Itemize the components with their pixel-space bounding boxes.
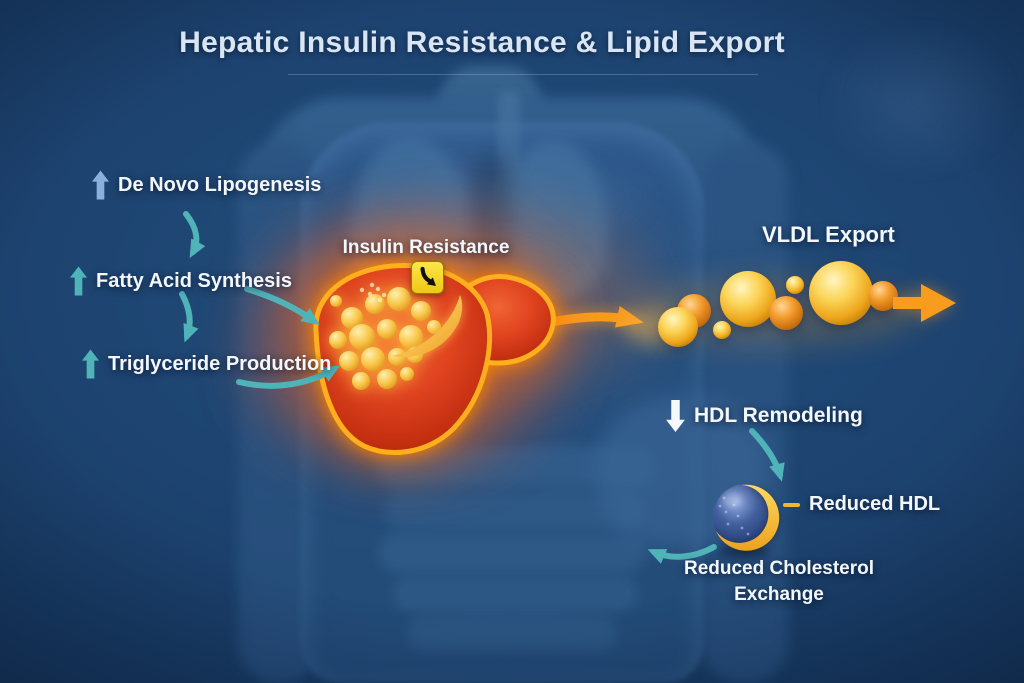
- reduced-cholesterol-exchange-label: Reduced Cholesterol Exchange: [658, 556, 900, 608]
- down-arrow-icon: [666, 400, 685, 432]
- reduced-cholesterol-line2: Exchange: [734, 584, 824, 605]
- vldl-export-label: VLDL Export: [762, 222, 895, 247]
- up-arrow-icon: [92, 170, 109, 200]
- vldl-particle: [769, 296, 803, 330]
- label-de-novo-lipogenesis: De Novo Lipogenesis: [92, 170, 321, 200]
- de-novo-label: De Novo Lipogenesis: [118, 173, 322, 196]
- vldl-particle: [713, 321, 731, 339]
- fatty-acid-label: Fatty Acid Synthesis: [96, 269, 292, 292]
- up-arrow-icon: [70, 266, 87, 296]
- page-title: Hepatic Insulin Resistance & Lipid Expor…: [179, 26, 785, 59]
- label-hdl-remodeling: HDL Remodeling: [666, 400, 863, 432]
- hdl-remodeling-label: HDL Remodeling: [694, 404, 863, 427]
- arrow-fatty-to-triglyceride: [179, 291, 199, 343]
- reduced-hdl-dash: [783, 503, 800, 507]
- label-fatty-acid-synthesis: Fatty Acid Synthesis: [70, 266, 292, 296]
- insulin-resistance-label: Insulin Resistance: [342, 237, 510, 258]
- label-triglyceride-production: Triglyceride Production: [82, 349, 331, 379]
- vldl-particle: [658, 307, 698, 347]
- insulin-resistance-icon: [411, 261, 444, 294]
- title-divider: [288, 74, 758, 75]
- vldl-particle: [720, 271, 776, 327]
- vldl-particle: [809, 261, 873, 325]
- hdl-particle: [713, 484, 780, 558]
- up-arrow-icon: [82, 349, 99, 379]
- reduced-hdl-label: Reduced HDL: [809, 493, 941, 515]
- vldl-particle: [786, 276, 804, 294]
- triglyceride-label: Triglyceride Production: [108, 352, 332, 375]
- down-right-arrow-icon: [420, 266, 437, 287]
- arrow-hdl-to-particle: [749, 428, 785, 482]
- reduced-cholesterol-line1: Reduced Cholesterol: [683, 558, 875, 579]
- arrow-denovo-to-fatty: [183, 211, 206, 259]
